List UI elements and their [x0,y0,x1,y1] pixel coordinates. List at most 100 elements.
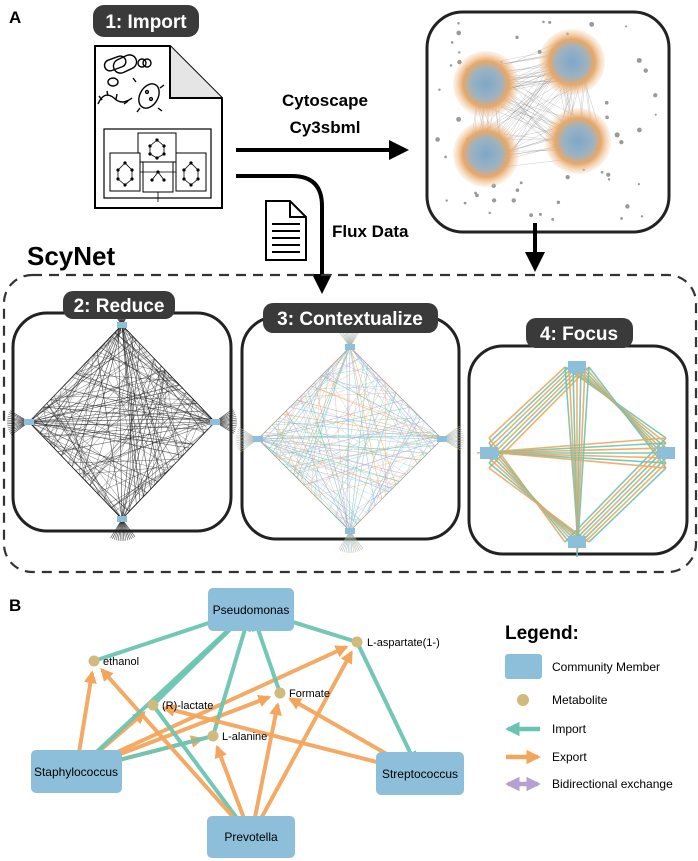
member-streptococcus-label: Streptococcus [382,767,458,781]
focus-edge [576,366,590,558]
panel-a-letter: A [9,8,21,27]
scynet-title: ScyNet [27,241,115,271]
full-network-node [643,68,648,73]
reduce-edge [143,369,166,497]
contextualize-edge [374,371,393,390]
contextualize-edge [286,410,305,486]
contextualize-edge [363,417,421,517]
reduce-edge [100,347,216,423]
full-network-node [538,212,542,216]
full-network-node [548,20,552,24]
reduce-edge [111,429,209,509]
reduce-edge [96,351,123,520]
contextualize-edge [271,424,375,507]
flux-data-document-icon [265,200,307,261]
reduce-edge [46,403,123,520]
reduce-edge [28,421,183,456]
reduce-edge [78,354,94,475]
legend-member-swatch [505,654,542,679]
reduce-edge [43,358,155,438]
contextualize-fan-edge [349,530,355,553]
reduce-edge [111,462,176,509]
full-network-node [444,155,447,159]
contextualize-edge [314,368,330,496]
focus-header [526,318,633,348]
contextualize-edge [275,399,298,457]
focus-edge [568,442,667,543]
contextualize-edge [321,375,411,408]
panel-b-letter: B [9,596,21,615]
full-network-node [458,51,461,54]
contextualize-edge [282,463,393,489]
full-network-node [636,57,642,63]
contextualize-edge [310,385,436,433]
metabolite-l-aspartate-label: L-aspartate(1-) [367,637,440,649]
contextualize-hub-node [253,436,263,442]
contextualize-network [236,325,464,553]
contextualize-edge [310,375,322,493]
contextualize-edge [282,414,390,493]
full-network-node [491,198,497,203]
exchange-arrow-import [355,641,417,765]
panel-b-edges [74,609,421,839]
contextualize-edge [367,414,418,514]
reduce-edge [186,410,205,452]
legend-metabolite-swatch [517,694,529,706]
reduce-edge [39,347,144,434]
reduce-edge [75,347,144,374]
contextualize-edge [314,392,397,496]
flux-arrow [236,174,332,294]
reduce-fan-edge [110,518,123,539]
reduce-fan-edge [121,518,125,541]
model-document-icon [94,45,223,209]
full-network-node [529,213,534,218]
contextualize-edge [286,353,344,468]
cluster-bottom-right [545,108,611,174]
reduce-edge [193,399,205,434]
reduce-network [7,303,237,541]
cluster-top-left [453,51,519,117]
reduce-edge [153,358,180,460]
reduce-edge [39,432,194,445]
full-network-node [449,64,453,67]
member-pseudomonas: Pseudomonas [208,588,294,631]
contextualize-edge [332,364,347,528]
contextualize-edge [392,452,429,489]
reduce-fan-edge [121,518,131,540]
reduce-edge [86,481,126,516]
exchange-arrow-export [249,650,354,838]
full-network-node [625,204,630,209]
full-network-node [435,137,440,142]
reduce-edge [139,485,155,501]
reduce-edge [61,384,180,456]
reduce-edge [82,384,180,479]
focus-title: 4: Focus [540,324,618,345]
full-network-node [600,170,604,174]
contextualize-edge [318,357,361,380]
contextualize-fan-edge [349,530,353,553]
reduce-edge [107,339,144,497]
contextualize-edge [296,399,443,440]
full-network-node [614,132,620,138]
legend-import-label: Import [552,722,587,736]
metabolite-l-alanine: L-alanine [207,730,267,743]
cluster-bottom-left [453,121,519,187]
reduce-edge [43,407,51,445]
contextualize-edge [271,424,358,525]
contextualize-edge [310,385,443,440]
reduce-fan-edge [112,518,123,539]
reduce-edge [128,332,133,337]
contextualize-hub-node [345,528,355,534]
focus-edge [488,366,578,454]
full-network-node [463,201,467,205]
reduce-fan-edge [121,518,132,539]
contextualize-edge [257,438,393,489]
full-network-node [457,21,460,25]
contextualize-edge [300,346,351,482]
contextualize-edge [317,382,386,500]
contextualize-edge [300,392,397,397]
reduce-edge [89,369,166,486]
focus-edge [488,366,566,439]
reduce-edge [71,369,166,467]
reduce-edge [153,410,205,486]
